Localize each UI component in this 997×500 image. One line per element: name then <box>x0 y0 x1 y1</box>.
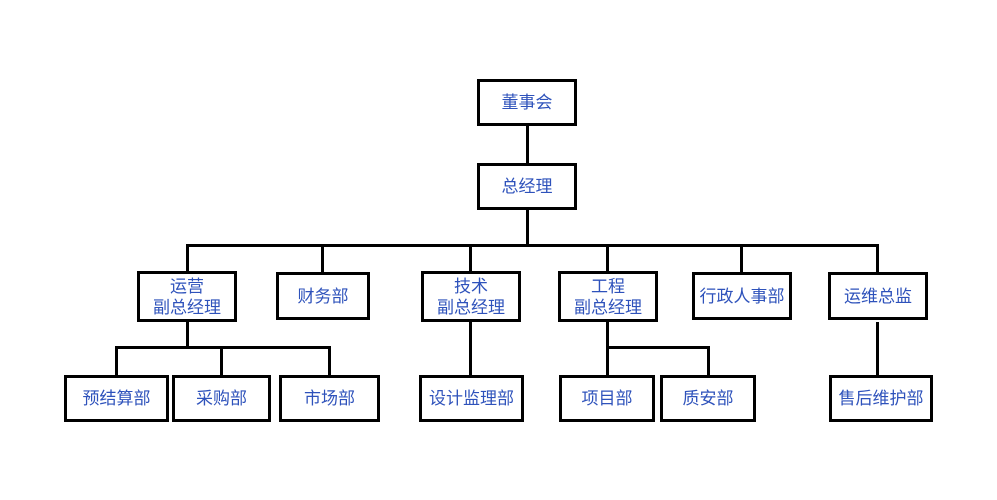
connector-line <box>526 126 529 163</box>
connector-line <box>707 346 710 375</box>
node-technology-deputy-gm: 技术 副总经理 <box>421 271 521 322</box>
node-general-manager: 总经理 <box>477 163 577 210</box>
connector-line <box>876 244 879 275</box>
node-budget-settlement-dept: 预结算部 <box>64 375 169 422</box>
connector-line <box>115 346 331 349</box>
connector-line <box>606 346 710 349</box>
connector-line <box>876 322 879 375</box>
node-board-of-directors: 董事会 <box>477 79 577 126</box>
connector-line <box>186 244 189 274</box>
connector-line <box>328 346 331 375</box>
node-operations-deputy-gm: 运营 副总经理 <box>137 271 237 322</box>
node-aftersales-maintenance-dept: 售后维护部 <box>829 375 933 422</box>
node-quality-safety-dept: 质安部 <box>660 375 756 422</box>
connector-line <box>606 322 609 349</box>
connector-line <box>186 244 879 247</box>
node-engineering-deputy-gm: 工程 副总经理 <box>558 271 658 322</box>
connector-line <box>321 244 324 275</box>
connector-line <box>186 322 189 349</box>
node-design-supervision-dept: 设计监理部 <box>419 375 524 422</box>
connector-line <box>469 244 472 274</box>
connector-line <box>469 322 472 375</box>
node-marketing-dept: 市场部 <box>279 375 380 422</box>
connector-line <box>115 346 118 375</box>
node-project-dept: 项目部 <box>559 375 655 422</box>
node-admin-hr-dept: 行政人事部 <box>692 272 792 320</box>
node-om-director: 运维总监 <box>828 272 928 320</box>
node-finance-dept: 财务部 <box>276 272 370 320</box>
connector-line <box>526 210 529 247</box>
connector-line <box>606 244 609 274</box>
connector-line <box>220 346 223 375</box>
connector-line <box>740 244 743 275</box>
connector-line <box>606 346 609 375</box>
node-procurement-dept: 采购部 <box>172 375 271 422</box>
